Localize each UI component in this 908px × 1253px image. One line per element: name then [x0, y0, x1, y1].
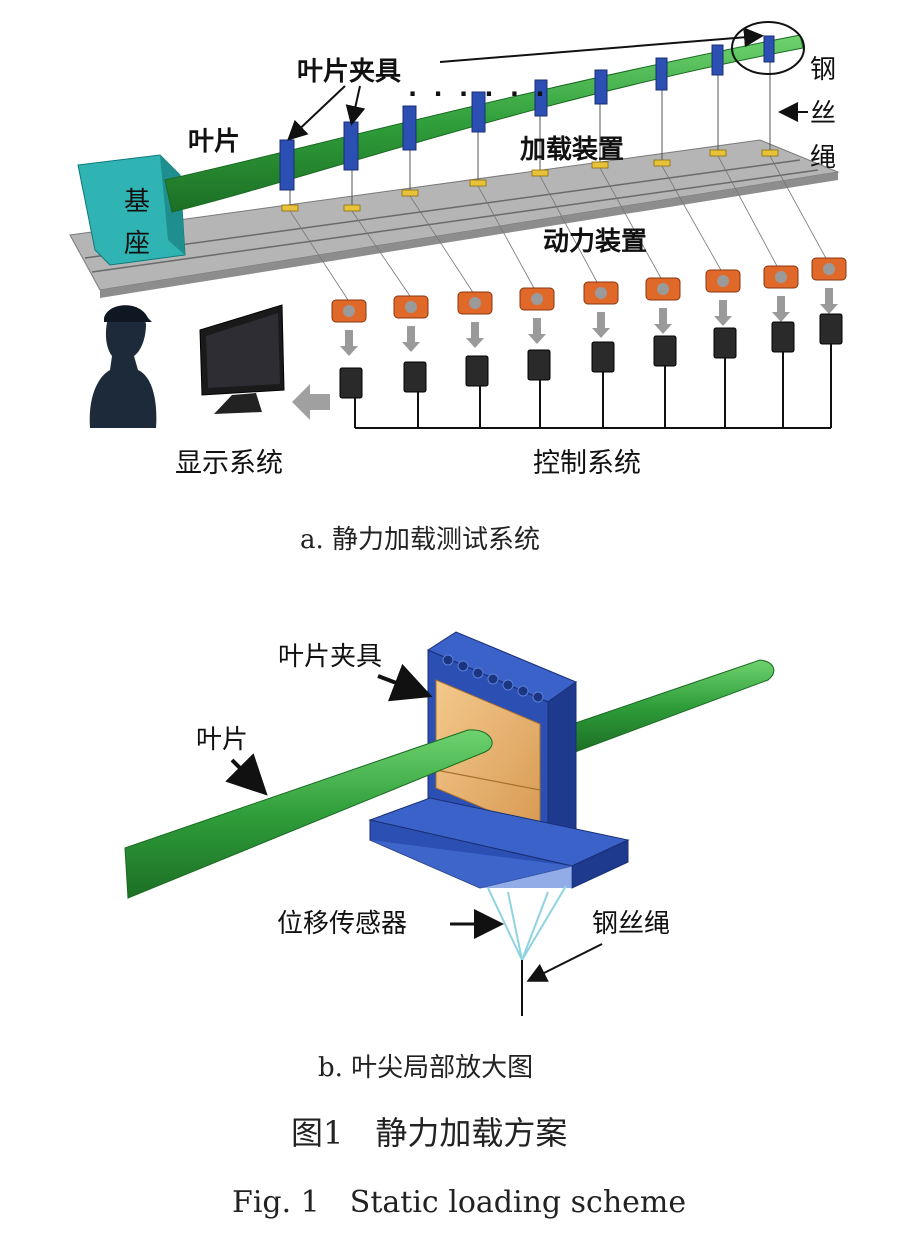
label-wire-rope-2: 丝: [810, 99, 836, 129]
clamp-assembly: [368, 631, 630, 889]
blade-clamps: [279, 35, 775, 191]
tip-highlight-circle: [731, 21, 805, 75]
label-blade-b: 叶片: [196, 725, 248, 755]
part-b-diagram: 叶片夹具 叶片 位移传感器 钢丝绳 b. 叶尖局部放大图: [124, 631, 775, 1083]
label-blade-a: 叶片: [188, 127, 240, 157]
label-blade-clamp-b: 叶片夹具: [278, 642, 382, 672]
operator-silhouette: [89, 305, 157, 428]
winch-motors: [331, 257, 847, 323]
label-control-system: 控制系统: [533, 448, 641, 479]
control-to-display-arrow: [292, 384, 330, 420]
label-loading-device: 加载装置: [520, 135, 624, 165]
label-blade-clamp-a: 叶片夹具: [297, 57, 401, 87]
caption-a: a. 静力加载测试系统: [300, 525, 540, 555]
displacement-sensor-lines: [487, 885, 567, 961]
blade-segment-right: [554, 659, 775, 753]
test-platform: [69, 139, 840, 291]
part-a-diagram: 叶片夹具 叶片 · · · · · · 加载装置 钢 丝 绳 基 座 动力装置 …: [69, 21, 847, 555]
control-bus: [354, 344, 832, 429]
label-displacement-sensor: 位移传感器: [277, 909, 407, 939]
label-base-1: 基: [124, 187, 150, 217]
label-base-2: 座: [124, 229, 150, 259]
monitor: [199, 304, 285, 414]
label-wire-rope-3: 绳: [810, 143, 836, 173]
motor-to-controller-arrows: [340, 288, 838, 356]
blade-segment-left: [124, 729, 493, 899]
label-dots: · · · · · ·: [408, 80, 548, 108]
label-power-device: 动力装置: [543, 227, 647, 257]
figure-title-cn: 图1 静力加载方案: [291, 1114, 567, 1152]
controller-units: [339, 313, 843, 399]
label-display-system: 显示系统: [175, 448, 283, 479]
caption-b: b. 叶尖局部放大图: [318, 1053, 533, 1083]
label-wire-rope-1: 钢: [810, 55, 836, 85]
figure-title-en: Fig. 1 Static loading scheme: [232, 1185, 686, 1220]
cable-lines: [289, 155, 829, 301]
label-wire-rope-b: 钢丝绳: [592, 909, 670, 939]
